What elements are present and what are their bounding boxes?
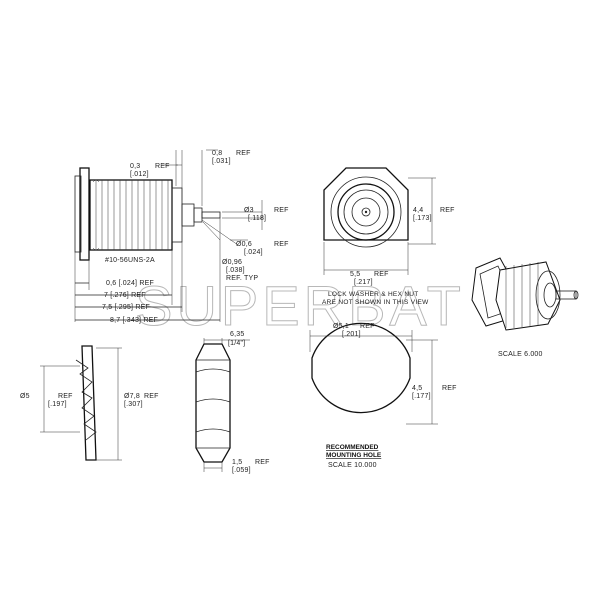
flange-lip xyxy=(74,175,82,253)
mounting-hole-view xyxy=(309,322,438,425)
note-line-1: LOCK WASHER & HEX NUT xyxy=(328,291,419,298)
dim-0-3: 0,3 xyxy=(130,163,140,170)
dim-0-8: 0,8 xyxy=(212,150,222,157)
dim-3: Ø3 xyxy=(244,207,254,214)
dim-5-1-in: [.201] xyxy=(342,331,361,338)
d-hole xyxy=(311,322,411,414)
center-contact xyxy=(361,207,371,217)
dim-0-6r-in: [.024] xyxy=(244,249,263,256)
dim-0-6r-ref: REF xyxy=(274,241,289,248)
nut-outline xyxy=(195,343,231,463)
dim-5-1-ref: REF xyxy=(360,323,375,330)
inner-ring xyxy=(343,189,389,235)
dim-5-5-in: [.217] xyxy=(354,279,373,286)
dielectric-ring xyxy=(351,197,381,227)
dim-4-5-in: [.177] xyxy=(412,393,431,400)
iso-face xyxy=(535,270,561,320)
note-line-2: ARE NOT SHOWN IN THIS VIEW xyxy=(322,299,429,306)
dim-0-8-ref: REF xyxy=(236,150,251,157)
dim-0-3-ref: REF xyxy=(155,163,170,170)
dim-0-3-in: [.012] xyxy=(130,171,149,178)
thread-spec: #10-56UNS-2A xyxy=(105,257,155,264)
outer-ring xyxy=(330,176,402,248)
dim-1-5-ref: REF xyxy=(255,459,270,466)
washer-body xyxy=(81,345,97,461)
dim-4-4-ref: REF xyxy=(440,207,455,214)
hole-scale: SCALE 10.000 xyxy=(328,462,377,469)
front-view xyxy=(323,167,436,275)
pin-collar xyxy=(193,207,203,223)
dim-4-4: 4,4 xyxy=(413,207,423,214)
dim-3-ref: REF xyxy=(274,207,289,214)
iso-pin xyxy=(555,290,577,300)
dim-5-5: 5,5 xyxy=(350,271,360,278)
iso-scale: SCALE 6.000 xyxy=(498,351,543,358)
thread-lines xyxy=(92,179,169,251)
dim-3-in: [.118] xyxy=(248,215,266,222)
dim-7-5: 7,5 [.295] REF xyxy=(102,304,150,311)
body-ring xyxy=(337,183,395,241)
center-pin xyxy=(201,211,221,219)
dim-6-35: 6,35 xyxy=(230,331,244,338)
pin-shoulder xyxy=(181,203,195,227)
dim-4-5: 4,5 xyxy=(412,385,422,392)
hole-title-2: MOUNTING HOLE xyxy=(326,452,382,459)
hex-nut-view xyxy=(195,338,250,472)
dim-5-5-ref: REF xyxy=(374,271,389,278)
dim-0-6: 0,6 [.024] REF xyxy=(106,280,154,287)
dim-7-8-in: [.307] xyxy=(124,401,143,408)
dim-0-6r: Ø0,6 xyxy=(236,241,252,248)
iso-view xyxy=(471,257,579,331)
iso-hex-nut xyxy=(495,261,561,331)
dim-5-in: [.197] xyxy=(48,401,67,408)
watermark: SUPERBAT xyxy=(135,274,465,337)
square-flange xyxy=(323,167,409,241)
lock-washer-view xyxy=(40,345,122,461)
dim-7-8-ref: REF xyxy=(144,393,159,400)
dim-4-5-ref: REF xyxy=(442,385,457,392)
center-dot xyxy=(364,210,368,214)
side-view xyxy=(74,149,263,322)
rear-step xyxy=(171,187,183,243)
threaded-body xyxy=(89,179,173,251)
dim-1-5-in: [.059] xyxy=(232,467,251,474)
dim-0-96-ref: REF. TYP xyxy=(226,275,258,282)
dim-0-8-in: [.031] xyxy=(212,158,231,165)
dim-7-8: Ø7,8 xyxy=(124,393,140,400)
flange xyxy=(79,167,90,261)
dim-4-4-in: [.173] xyxy=(413,215,432,222)
dim-6-35-in: [1/4"] xyxy=(228,340,245,347)
dim-7: 7 [.276] REF xyxy=(104,292,146,299)
dim-5-1: Ø5,1 xyxy=(333,323,349,330)
dim-8-7: 8,7 [.343] REF xyxy=(110,317,158,324)
hole-title-1: RECOMMENDED xyxy=(326,444,379,451)
dim-5-ref: REF xyxy=(58,393,73,400)
dim-5: Ø5 xyxy=(20,393,30,400)
dim-0-96: Ø0,96 xyxy=(222,259,242,266)
dim-1-5: 1,5 xyxy=(232,459,242,466)
dim-0-96-in: [.038] xyxy=(226,267,245,274)
